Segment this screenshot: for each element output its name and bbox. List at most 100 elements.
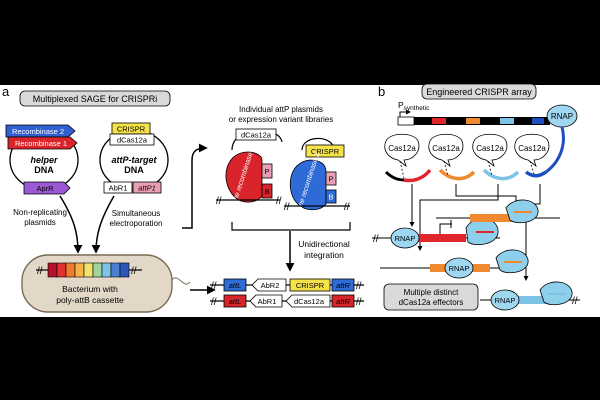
row2-abr1-label: AbR1 xyxy=(258,297,277,306)
dashed-link-3 xyxy=(487,160,493,177)
row2-attr-box xyxy=(331,294,355,308)
complex-2-break-right: // xyxy=(344,202,350,213)
target-abr1-box xyxy=(103,181,133,194)
panel-b-title: Engineered CRISPR array xyxy=(426,87,532,97)
complex-2-b-label: B xyxy=(328,193,333,202)
cas12a-bubble-3-shape xyxy=(472,133,508,168)
panel-a-title: Multiplexed SAGE for CRISPRi xyxy=(33,94,158,104)
target-crispr-label: CRISPR xyxy=(117,125,146,134)
target-label-line1: attP-target xyxy=(111,155,157,165)
target-attp-box xyxy=(132,181,162,194)
complex-1-p-box xyxy=(261,163,273,179)
attb-site xyxy=(92,262,103,278)
aprr-gene xyxy=(23,181,71,195)
array-body xyxy=(414,117,550,125)
complex-2-crispr-box xyxy=(305,144,345,158)
product-row-1-break-left: // xyxy=(211,281,217,292)
effector-light-blue-gene xyxy=(514,296,558,304)
helper-caption-line1: Non-replicating xyxy=(13,208,67,217)
row2-dcas-box xyxy=(285,294,331,308)
recombinase-1-gene xyxy=(7,136,78,150)
cas12a-bubble-4: Cas12a xyxy=(514,133,550,168)
crrna-arc-black-1 xyxy=(384,170,405,182)
effector-orange-gene xyxy=(470,214,520,222)
bacterium-label-line1: Bacterium with xyxy=(62,284,118,294)
promoter-label: Psynthetic xyxy=(398,100,430,112)
recombination-complex-2: CRISPR Serine recombinase 2 P B // // xyxy=(284,137,350,219)
row1-attr-label: attR xyxy=(336,281,350,290)
arrow-target-to-bacterium xyxy=(91,195,115,254)
product-row-2: // // attL AbR1 dCas12a attR xyxy=(210,294,364,308)
integration-bracket xyxy=(231,222,351,231)
panel-a-title-box xyxy=(19,90,171,107)
effector-red: // RNAP xyxy=(372,218,500,249)
cas12a-bubble-1-label: Cas12a xyxy=(388,144,416,153)
target-caption-line2: electroporation xyxy=(110,219,163,228)
spacer-light-blue xyxy=(500,118,514,124)
effector-orange xyxy=(436,199,560,224)
cas12a-bubble-3: Cas12a xyxy=(472,133,508,168)
complex-2-break-left: // xyxy=(284,202,290,213)
serine-recombinase-2 xyxy=(289,159,327,211)
row2-abr1-box xyxy=(249,294,283,308)
row2-dcas-label: dCas12a xyxy=(294,297,325,306)
crrna-arc-light-blue xyxy=(482,168,520,181)
effector-orange-2: RNAP xyxy=(380,249,529,279)
product-row-1-break-right: // xyxy=(356,281,362,292)
attb-site xyxy=(47,262,58,278)
rnap-array-label: RNAP xyxy=(551,112,573,121)
attb-site xyxy=(83,262,94,278)
effectors-line2: dCas12a effectors xyxy=(399,298,464,307)
effector-light-blue-rnap-label: RNAP xyxy=(495,296,516,305)
target-plasmid: CRISPR dCas12a attP-target DNA AbR1 attP… xyxy=(99,122,169,194)
recombination-complex-1: dCas12a Serine recombinase 1 P B // // xyxy=(216,128,283,213)
row2-attl-box xyxy=(223,294,247,308)
cas12a-bubble-1: Cas12a xyxy=(384,133,420,168)
product-row-2-break-left: // xyxy=(211,297,217,308)
spacer-blue xyxy=(532,118,544,124)
attb-site xyxy=(119,262,130,278)
row1-abr2-box xyxy=(251,278,287,292)
flagellum xyxy=(171,277,191,285)
aprr-label: AprR xyxy=(36,184,54,193)
bacterium-label-line2: poly-attB cassette xyxy=(56,295,124,305)
crrna-arc-blue xyxy=(524,170,547,178)
panel-b-letter: b xyxy=(378,84,385,99)
effectors-line1: Multiple distinct xyxy=(404,288,459,297)
cassette-break-right: // xyxy=(131,266,137,277)
complex-2-p-box xyxy=(325,171,337,186)
row1-abr2-label: AbR2 xyxy=(261,281,280,290)
row1-attl-label: attL xyxy=(229,281,242,290)
target-dcas-box xyxy=(109,133,155,146)
cas12a-bubble-1-shape xyxy=(384,133,420,168)
attb-site xyxy=(101,262,112,278)
complex-2-crispr-label: CRISPR xyxy=(311,147,340,156)
recombinase-1-label: Recombinase 1 xyxy=(15,139,67,148)
complex-1-dcas-label: dCas12a xyxy=(241,131,272,140)
effector-light-blue-break: // xyxy=(572,296,578,307)
variants-caption-line1: Individual attP plasmids xyxy=(239,105,323,114)
processed-transcript xyxy=(384,168,547,183)
panel-b-title-box xyxy=(421,83,537,100)
effector-light-blue-rnap xyxy=(490,289,520,311)
target-attp-label: attP1 xyxy=(138,184,156,193)
arrow-to-effector-3 xyxy=(417,184,499,251)
effector-orange-2-rnap xyxy=(444,257,474,279)
arrow-helper-to-bacterium xyxy=(59,195,83,254)
helper-caption-line2: plasmids xyxy=(24,218,56,227)
cas12a-bubble-4-label: Cas12a xyxy=(518,144,546,153)
cassette-break-left: // xyxy=(37,266,43,277)
product-row-1: // // attL AbR2 CRISPR attR xyxy=(210,278,364,292)
row1-attr-box xyxy=(331,278,355,292)
effector-red-break: // xyxy=(373,234,379,245)
poly-attb-cassette xyxy=(47,262,130,278)
complex-2-b-box xyxy=(325,189,337,204)
effector-red-rnap xyxy=(390,227,420,249)
product-row-2-break-right: // xyxy=(356,297,362,308)
crrna-arc-orange xyxy=(438,168,476,181)
variants-caption-line2: or expression variant libraries xyxy=(229,115,334,124)
effectors-box xyxy=(383,283,479,311)
bacterium: // // Bacterium with poly-attB cassette xyxy=(21,254,191,313)
complex-1-break-right: // xyxy=(276,196,282,207)
